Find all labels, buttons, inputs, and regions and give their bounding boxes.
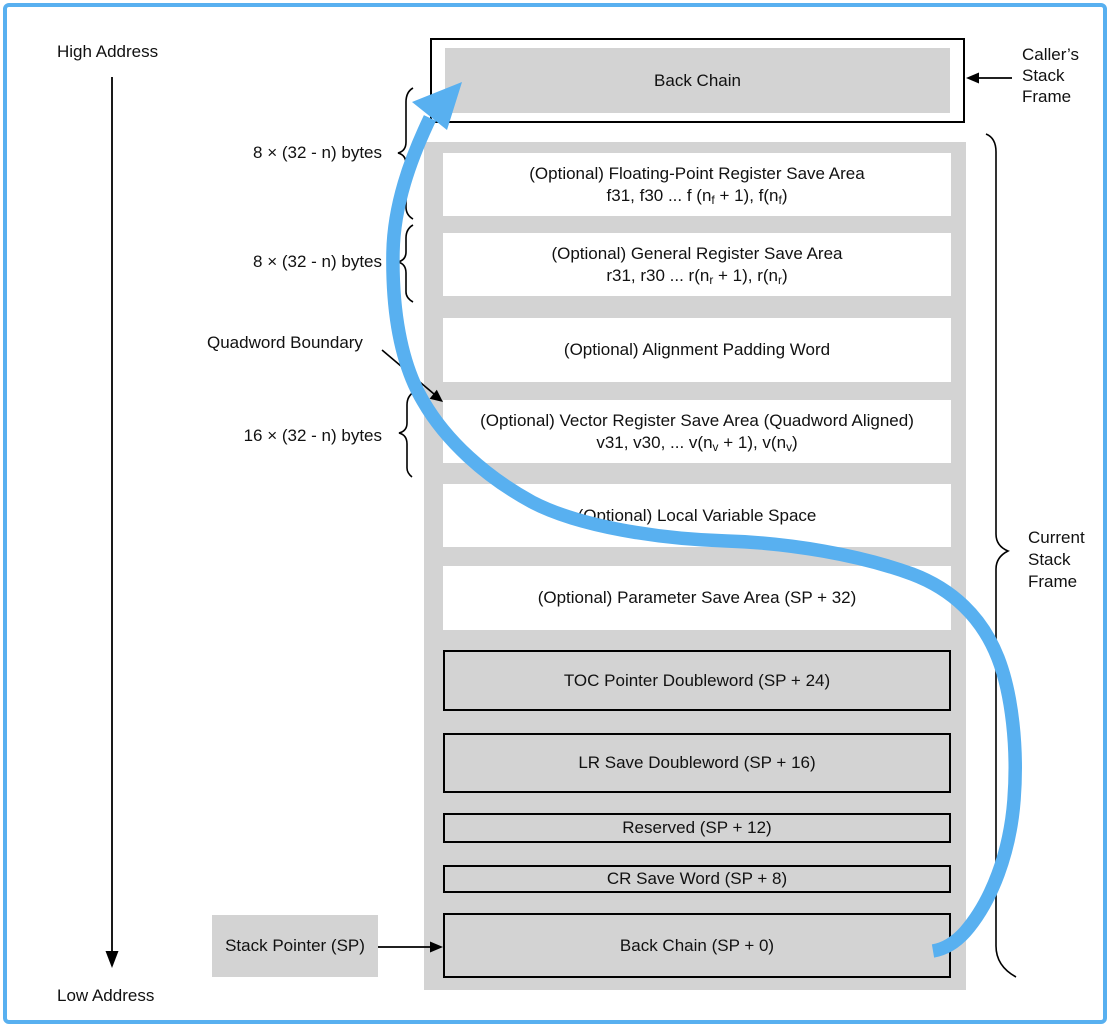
caller-frame-arrow bbox=[966, 72, 1012, 84]
fp-size-brace bbox=[397, 87, 414, 220]
fp-size-label: 8 × (32 - n) bytes bbox=[253, 143, 382, 162]
box-parameter-save-area: (Optional) Parameter Save Area (SP + 32) bbox=[443, 566, 951, 630]
callers-stack-frame-label: Caller’s Stack Frame bbox=[1022, 45, 1080, 106]
high-address-label: High Address bbox=[57, 42, 159, 61]
vector-size-brace bbox=[398, 391, 415, 478]
gr-size-label: 8 × (32 - n) bytes bbox=[253, 252, 382, 271]
caller-back-chain-label: Back Chain bbox=[445, 48, 950, 113]
box-alignment-padding-word: (Optional) Alignment Padding Word bbox=[443, 318, 951, 382]
box-general-register-save-area: (Optional) General Register Save Area r3… bbox=[443, 233, 951, 296]
vector-size-label: 16 × (32 - n) bytes bbox=[243, 426, 382, 445]
quadword-boundary-label: Quadword Boundary bbox=[207, 333, 363, 352]
box-reserved: Reserved (SP + 12) bbox=[443, 813, 951, 843]
box-lr-save-doubleword: LR Save Doubleword (SP + 16) bbox=[443, 733, 951, 793]
box-toc-pointer-doubleword: TOC Pointer Doubleword (SP + 24) bbox=[443, 650, 951, 711]
box-cr-save-word: CR Save Word (SP + 8) bbox=[443, 865, 951, 893]
current-stack-frame-label: Current Stack Frame bbox=[1028, 528, 1085, 591]
low-address-label: Low Address bbox=[57, 986, 155, 1005]
gr-size-brace bbox=[397, 224, 414, 303]
box-fp-register-save-area: (Optional) Floating-Point Register Save … bbox=[443, 153, 951, 216]
box-back-chain-sp0: Back Chain (SP + 0) bbox=[443, 913, 951, 978]
stack-pointer-box: Stack Pointer (SP) bbox=[212, 915, 378, 977]
address-axis-arrow bbox=[105, 77, 119, 968]
stack-pointer-label: Stack Pointer (SP) bbox=[225, 936, 365, 955]
box-local-variable-space: (Optional) Local Variable Space bbox=[443, 484, 951, 547]
current-stack-frame-container: (Optional) Floating-Point Register Save … bbox=[424, 142, 966, 990]
current-frame-brace bbox=[985, 133, 1017, 978]
caller-back-chain-box: Back Chain bbox=[430, 38, 965, 123]
box-vector-register-save-area: (Optional) Vector Register Save Area (Qu… bbox=[443, 400, 951, 463]
